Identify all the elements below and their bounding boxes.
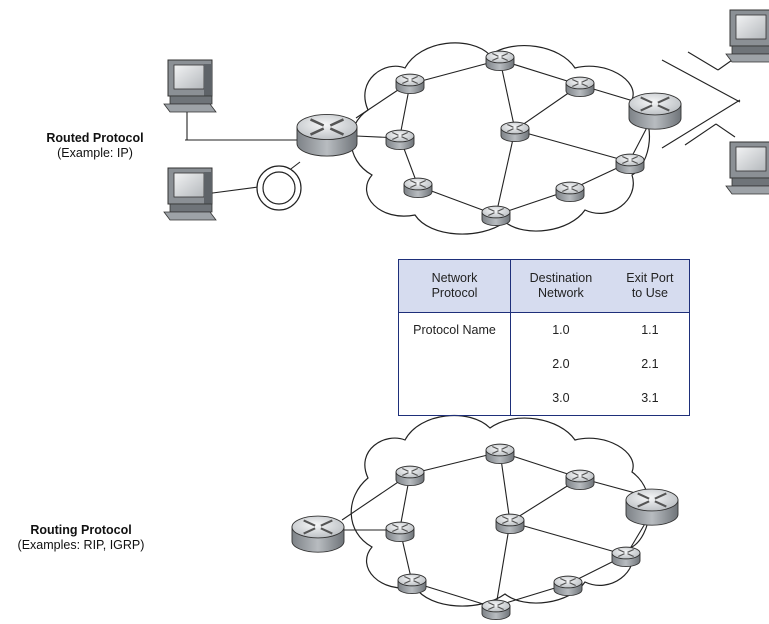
routing-protocol-label: Routing Protocol (Examples: RIP, IGRP) (0, 523, 162, 553)
routing-protocol-example: (Examples: RIP, IGRP) (17, 538, 145, 552)
router-icon (628, 92, 682, 130)
header-line: Network (431, 271, 478, 285)
router-icon (555, 181, 585, 202)
router-icon (481, 599, 511, 620)
routed-protocol-title: Routed Protocol (46, 131, 144, 145)
header-line: Network (537, 286, 584, 300)
router-icon (291, 515, 345, 553)
table-cell: 1.0 (552, 323, 570, 337)
router-icon (395, 73, 425, 94)
router-icon (395, 465, 425, 486)
table-cell (398, 347, 511, 381)
router-icon (615, 153, 645, 174)
network-cloud-icon (350, 415, 651, 607)
table-cell: 2.0 (552, 357, 570, 371)
router-icon (385, 521, 415, 542)
workstation-icon (163, 167, 217, 221)
table-row: 3.0 3.1 (398, 381, 690, 416)
router-icon (500, 121, 530, 142)
routing-protocol-title: Routing Protocol (30, 523, 132, 537)
table-cell: Protocol Name (398, 312, 511, 347)
routed-protocol-example: (Example: IP) (57, 146, 133, 160)
router-icon (397, 573, 427, 594)
router-icon (485, 443, 515, 464)
router-icon (485, 50, 515, 71)
table-cell: 3.1 (641, 391, 659, 405)
header-line: Protocol (431, 286, 478, 300)
top-network (185, 42, 741, 235)
workstation-icon (163, 59, 217, 113)
router-icon (625, 488, 679, 526)
header-line: Exit Port (626, 271, 674, 285)
table-cell: 2.1 (641, 357, 659, 371)
table-row: 2.0 2.1 (398, 347, 690, 381)
header-line: Destination (529, 271, 593, 285)
workstation-icon (725, 9, 769, 63)
router-icon (385, 129, 415, 150)
routers (291, 50, 682, 620)
table-cell: 3.0 (552, 391, 570, 405)
router-icon (565, 469, 595, 490)
routed-protocol-label: Routed Protocol (Example: IP) (20, 131, 170, 161)
router-icon (296, 113, 358, 157)
table-row: Protocol Name 1.0 1.1 (398, 312, 690, 347)
token-ring-icon (256, 165, 302, 211)
router-icon (481, 205, 511, 226)
header-line: to Use (631, 286, 668, 300)
router-icon (611, 546, 641, 567)
workstation-icon (725, 141, 769, 195)
table-cell: 1.1 (641, 323, 659, 337)
router-icon (403, 177, 433, 198)
router-icon (565, 76, 595, 97)
router-icon (495, 513, 525, 534)
router-icon (553, 575, 583, 596)
table-cell (398, 381, 511, 416)
